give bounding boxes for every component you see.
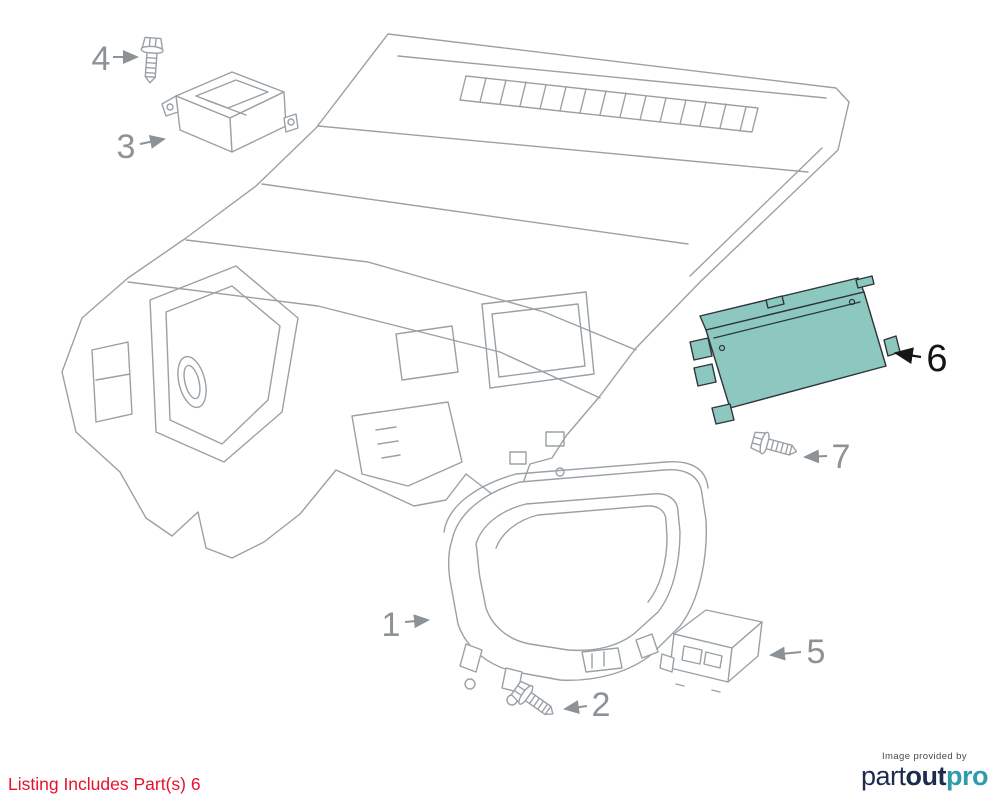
image-provided-by-text: Image provided by xyxy=(882,751,967,762)
part-label-3: 3 xyxy=(117,128,136,166)
part-arrow-7 xyxy=(803,449,828,464)
partoutpro-logo: partoutpro xyxy=(860,761,989,791)
part-4-bolt xyxy=(140,36,164,84)
part-label-7: 7 xyxy=(832,438,851,476)
part-label-5: 5 xyxy=(807,633,826,671)
part-label-1: 1 xyxy=(382,606,401,644)
logo-part-text: part xyxy=(860,761,906,791)
part-6-display-module-highlighted xyxy=(689,275,901,425)
steering-column-opening xyxy=(351,401,463,487)
part-1-instrument-cluster xyxy=(443,461,709,706)
part-5-switch-module xyxy=(659,609,763,693)
part-arrow-6 xyxy=(893,347,922,364)
part-number-labels: 1 2 3 4 5 6 7 xyxy=(92,40,948,724)
label-arrows xyxy=(113,50,922,715)
part-arrow-5 xyxy=(769,646,802,661)
part-arrow-3 xyxy=(139,135,166,149)
part-label-4: 4 xyxy=(92,40,111,78)
defroster-vent-grille xyxy=(459,75,759,133)
partoutpro-branding: Image provided by partoutpro xyxy=(860,751,989,791)
part-7-bolt xyxy=(750,431,798,456)
part-label-6: 6 xyxy=(926,338,947,380)
logo-pro-text: pro xyxy=(946,761,989,791)
part-2-bolt xyxy=(510,680,554,716)
dashboard-wireframe xyxy=(61,33,850,559)
part-label-2: 2 xyxy=(592,686,611,724)
logo-out-text: out xyxy=(905,761,947,791)
left-cluster-hood xyxy=(91,265,299,463)
center-display-opening xyxy=(481,291,595,389)
listing-includes-text: Listing Includes Part(s) 6 xyxy=(8,774,201,794)
part-3-control-module xyxy=(161,71,299,153)
part-arrow-1 xyxy=(404,614,430,629)
part-arrow-2 xyxy=(563,700,588,715)
